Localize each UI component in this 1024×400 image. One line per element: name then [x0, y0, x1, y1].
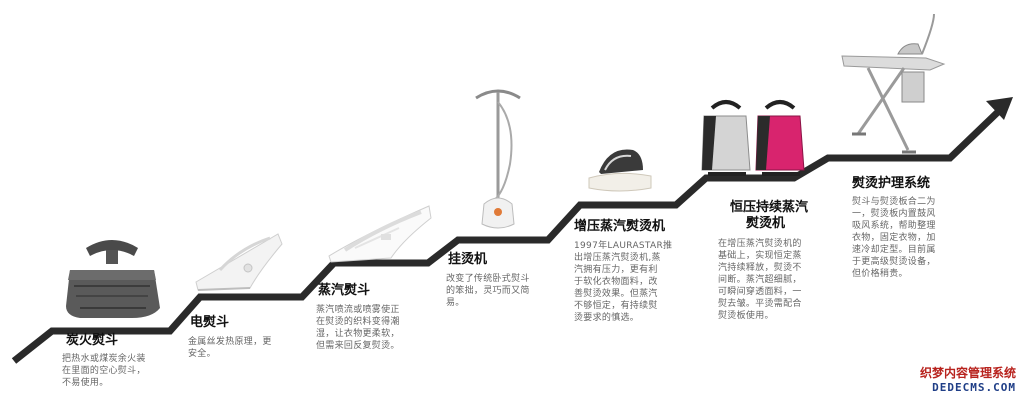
stage-title-constant-pressure-steam-station: 恒压持续蒸汽 熨烫机 [730, 200, 808, 232]
staircase-line [11, 107, 1003, 364]
ironing-system-icon [841, 14, 946, 154]
charcoal-iron-icon [66, 240, 160, 318]
stage-desc-electric-iron: 金属丝发热原理，更 安全。 [188, 336, 272, 360]
desc-line: 1997年LAURASTAR推 [574, 241, 673, 251]
desc-line: 间断。蒸汽超细腻， [718, 275, 802, 285]
desc-line: 于软化衣物面料，改 [574, 277, 658, 287]
desc-line: 不够恒定，有持续熨 [574, 301, 658, 311]
desc-line: 熨斗与熨烫板合二为 [852, 197, 936, 207]
stage-title-garment-steamer: 挂烫机 [448, 252, 488, 267]
desc-line: 熨去皱。平烫需配合 [718, 299, 802, 309]
desc-line: 的笨拙，灵巧而又简 [446, 286, 530, 296]
stage-title-ironing-system: 熨烫护理系统 [852, 176, 931, 191]
desc-line: 但价格稍贵。 [852, 269, 908, 279]
desc-line: 把热水或煤炭余火装 [62, 354, 146, 364]
stage-desc-charcoal-iron: 把热水或煤炭余火装 在里面的空心熨斗， 不易使用。 [62, 353, 146, 389]
desc-line: 善熨烫效果。但蒸汽 [574, 289, 658, 299]
desc-line: 蒸汽喷流或喷雾使正 [316, 305, 400, 315]
desc-line: 速冷却定型。目前属 [852, 245, 936, 255]
stage-title-charcoal-iron: 炭火熨斗 [66, 333, 119, 348]
desc-line: 汽拥有压力，更有利 [574, 265, 658, 275]
title-line: 熨烫机 [746, 216, 786, 231]
desc-line: 吸风系统，帮助整理 [852, 221, 936, 231]
desc-line: 可瞬间穿透面料，一 [718, 287, 802, 297]
stage-desc-constant-pressure-steam-station: 在增压蒸汽熨烫机的 基础上，实现恒定蒸 汽持续释放，熨烫不 间断。蒸汽超细腻， … [718, 238, 802, 322]
watermark-title: 织梦内容管理系统 [919, 366, 1016, 380]
desc-line: 汽持续释放，熨烫不 [718, 263, 802, 273]
title-line: 恒压持续蒸汽 [730, 200, 809, 215]
stage-desc-ironing-system: 熨斗与熨烫板合二为 一，熨烫板内置鼓风 吸风系统，帮助整理 衣物，固定衣物，加 … [852, 196, 936, 280]
stage-title-pressurized-steam-iron: 增压蒸汽熨烫机 [574, 219, 666, 234]
garment-steamer-icon [475, 89, 521, 229]
desc-line: 在里面的空心熨斗， [62, 366, 146, 376]
desc-line: 金属丝发热原理，更 [188, 337, 272, 347]
desc-line: 熨烫板使用。 [718, 311, 774, 321]
desc-line: 在熨烫的织料变得潮 [316, 317, 400, 327]
desc-line: 出增压蒸汽熨烫机,蒸 [574, 253, 661, 263]
desc-line: 基础上，实现恒定蒸 [718, 251, 802, 261]
watermark-url: DEDECMS.COM [932, 381, 1016, 394]
desc-line: 湿，让衣物更柔软， [316, 329, 400, 339]
steam-iron-icon [328, 205, 432, 263]
desc-line: 在增压蒸汽熨烫机的 [718, 239, 802, 249]
desc-line: 但需来回反复熨烫。 [316, 341, 400, 351]
stage-desc-garment-steamer: 改变了传统卧式熨斗 的笨拙，灵巧而又简 易。 [446, 273, 530, 309]
watermark: 织梦内容管理系统 DEDECMS.COM [920, 366, 1016, 394]
desc-line: 不易使用。 [62, 378, 109, 388]
desc-line: 安全。 [188, 349, 216, 359]
constant-pressure-steam-station-icon [701, 100, 805, 176]
electric-iron-icon [195, 233, 283, 291]
stage-title-electric-iron: 电熨斗 [190, 315, 230, 330]
desc-line: 改变了传统卧式熨斗 [446, 274, 530, 284]
arrow-head-icon [986, 97, 1013, 120]
desc-line: 衣物，固定衣物，加 [852, 233, 936, 243]
desc-line: 烫要求的慎选。 [574, 313, 640, 323]
desc-line: 易。 [446, 298, 465, 308]
desc-line: 一，熨烫板内置鼓风 [852, 209, 936, 219]
stage-desc-pressurized-steam-iron: 1997年LAURASTAR推 出增压蒸汽熨烫机,蒸 汽拥有压力，更有利 于软化… [574, 240, 672, 324]
stage-title-steam-iron: 蒸汽熨斗 [318, 283, 371, 298]
desc-line: 于更高级熨烫设备， [852, 257, 936, 267]
pressurized-steam-iron-icon [588, 149, 652, 192]
stage-desc-steam-iron: 蒸汽喷流或喷雾使正 在熨烫的织料变得潮 湿，让衣物更柔软， 但需来回反复熨烫。 [316, 304, 400, 352]
